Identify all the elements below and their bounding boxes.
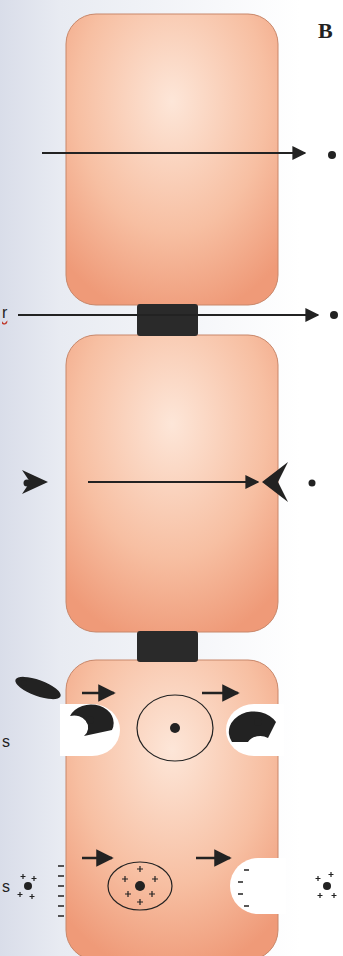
flow-arrow (196, 857, 230, 860)
cell (66, 14, 278, 305)
flow-arrow (82, 857, 112, 860)
cell (66, 660, 278, 956)
negative-charge-symbols (58, 866, 64, 916)
solute-dot (323, 882, 331, 890)
receptor-symbol (262, 462, 288, 502)
flow-arrow (42, 152, 305, 154)
carrier-molecule (70, 704, 114, 736)
tight-junction (137, 631, 198, 662)
solute-dot (135, 881, 145, 891)
positive-charge-symbols (18, 866, 337, 905)
solute-dot (254, 718, 262, 726)
carrier-molecule (13, 672, 64, 703)
route-label: s (2, 734, 10, 750)
solute-dot (24, 480, 31, 487)
route-label: r (2, 305, 7, 321)
vesicle (108, 862, 172, 910)
solute-dot (309, 480, 316, 487)
membrane-pit (230, 858, 286, 914)
solute-dot (21, 680, 27, 686)
route-label: s (2, 879, 10, 895)
solute-dot (170, 723, 180, 733)
membrane-pit (60, 704, 120, 756)
carrier-molecule (229, 711, 276, 742)
panel-letter: B (318, 20, 333, 42)
negative-charge-symbols (238, 870, 249, 906)
solute-dot (328, 151, 336, 159)
cell (66, 335, 278, 632)
receptor-symbol (22, 470, 48, 494)
solute-dot (86, 716, 94, 724)
vesicle (137, 695, 213, 761)
flow-arrow (202, 692, 238, 695)
flow-arrow (82, 692, 114, 695)
membrane-pit (226, 704, 284, 756)
tight-junction (137, 304, 198, 336)
flow-arrow (18, 314, 318, 316)
flow-arrow (88, 481, 258, 483)
solute-dot (24, 882, 32, 890)
solute-dot (330, 311, 338, 319)
